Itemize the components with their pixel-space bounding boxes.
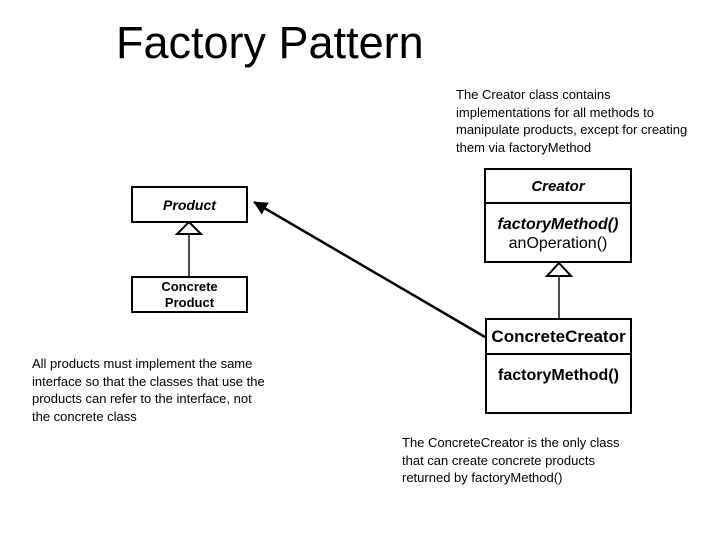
slide-title: Factory Pattern [116, 17, 424, 68]
product-class-name: Product [163, 196, 216, 213]
uml-class-product: Product [131, 186, 248, 223]
creator-class-name: Creator [486, 170, 630, 204]
inheritance-triangle-icon-product [174, 220, 204, 235]
concrete-creator-method-factorymethod: factoryMethod() [498, 367, 619, 384]
concrete-product-class-name: Concrete Product [161, 278, 218, 310]
creator-note-text: The Creator class contains implementatio… [456, 87, 688, 155]
creator-methods-compartment: factoryMethod() anOperation() [486, 204, 630, 253]
concrete-creator-class-name: ConcreteCreator [487, 320, 630, 355]
creator-method-factorymethod: factoryMethod() [497, 216, 619, 233]
concrete-creator-note-text: The ConcreteCreator is the only class th… [402, 435, 620, 485]
inheritance-triangle-icon-creator [544, 261, 574, 277]
uml-class-concrete-product: Concrete Product [131, 276, 248, 313]
creator-method-anoperation: anOperation() [508, 235, 608, 252]
concrete-creator-methods-compartment: factoryMethod() [487, 355, 630, 385]
uml-class-creator: Creator factoryMethod() anOperation() [484, 168, 632, 263]
association-arrow-concretecreator-to-product [253, 200, 486, 339]
uml-class-concrete-creator: ConcreteCreator factoryMethod() [485, 318, 632, 414]
products-note-text: All products must implement the same int… [32, 356, 265, 424]
